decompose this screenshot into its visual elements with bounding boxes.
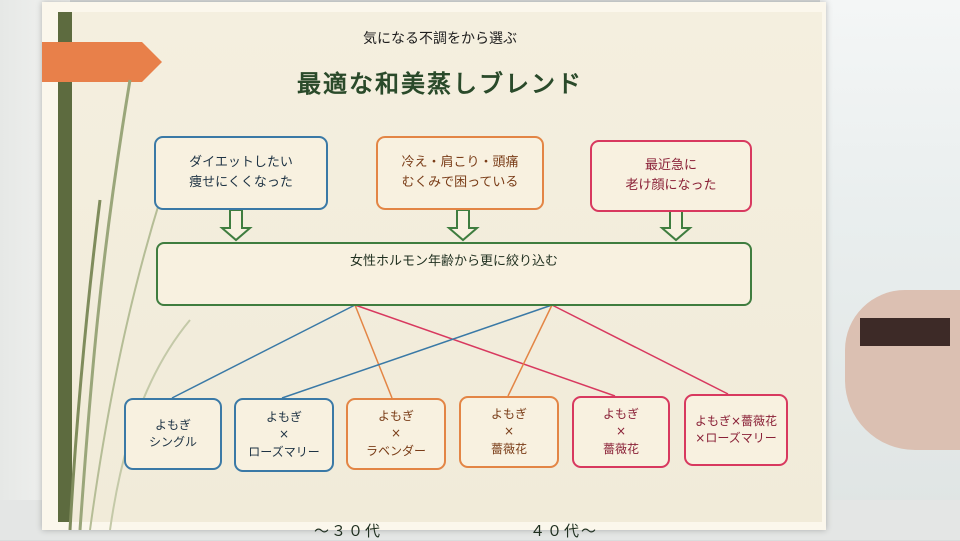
blend-line: × bbox=[615, 424, 627, 439]
blend-line: よもぎ bbox=[602, 406, 639, 421]
subtitle: 気になる不調をから選ぶ bbox=[363, 31, 517, 47]
down-arrow-icon bbox=[219, 209, 693, 242]
blend-line: ×ローズマリー bbox=[695, 431, 777, 445]
blend-box-rosemary: よもぎ × ローズマリー bbox=[234, 398, 334, 472]
hormone-age-box: 女性ホルモン年齢から更に絞り込む ～３０代 ４０代～ bbox=[156, 242, 752, 540]
concern-line: 冷え・肩こり・頭痛 bbox=[401, 154, 519, 170]
blend-box-rose-orange: よもぎ × 薔薇花 bbox=[459, 396, 559, 468]
concern-box-cold: 冷え・肩こり・頭痛 むくみで困っている bbox=[376, 136, 544, 210]
blend-line: よもぎ×薔薇花 bbox=[694, 413, 778, 428]
background-right bbox=[820, 0, 960, 540]
background-arm bbox=[845, 290, 960, 450]
blend-box-rose-rosemary: よもぎ×薔薇花 ×ローズマリー bbox=[684, 394, 788, 466]
concern-line: むくみで困っている bbox=[401, 175, 519, 190]
blend-line: よもぎ bbox=[265, 409, 302, 424]
page-title: 最適な和美蒸しブレンド bbox=[297, 69, 583, 98]
background-dark-bar bbox=[860, 318, 950, 346]
blend-box-single: よもぎ シングル bbox=[124, 398, 222, 470]
blend-line: 薔薇花 bbox=[490, 441, 527, 456]
blend-line: よもぎ bbox=[490, 406, 527, 421]
blend-line: ローズマリー bbox=[248, 444, 320, 459]
age-group-30s: ～３０代 bbox=[314, 522, 383, 540]
arrow-flag-icon bbox=[42, 42, 162, 82]
concern-line: 老け顔になった bbox=[625, 178, 717, 193]
age-group-40s: ４０代～ bbox=[530, 522, 599, 540]
blend-line: × bbox=[503, 424, 515, 439]
blend-line: よもぎ bbox=[154, 417, 191, 432]
blend-line: ラベンダー bbox=[365, 443, 426, 458]
blend-box-rose-pink: よもぎ × 薔薇花 bbox=[572, 396, 670, 468]
concern-line: ダイエットしたい bbox=[189, 154, 293, 170]
concern-line: 最近急に bbox=[644, 157, 697, 173]
blend-line: よもぎ bbox=[377, 408, 414, 423]
blend-line: 薔薇花 bbox=[602, 441, 639, 456]
blend-box-lavender: よもぎ × ラベンダー bbox=[346, 398, 446, 470]
hormone-age-heading: 女性ホルモン年齢から更に絞り込む bbox=[349, 254, 558, 269]
concern-box-aging: 最近急に 老け顔になった bbox=[590, 140, 752, 212]
blend-line: シングル bbox=[148, 435, 197, 449]
blend-line: × bbox=[390, 426, 402, 441]
concern-line: 痩せにくくなった bbox=[189, 175, 293, 190]
slide-green-edge bbox=[58, 12, 72, 522]
blend-line: × bbox=[278, 427, 290, 442]
concern-box-diet: ダイエットしたい 痩せにくくなった bbox=[154, 136, 328, 210]
